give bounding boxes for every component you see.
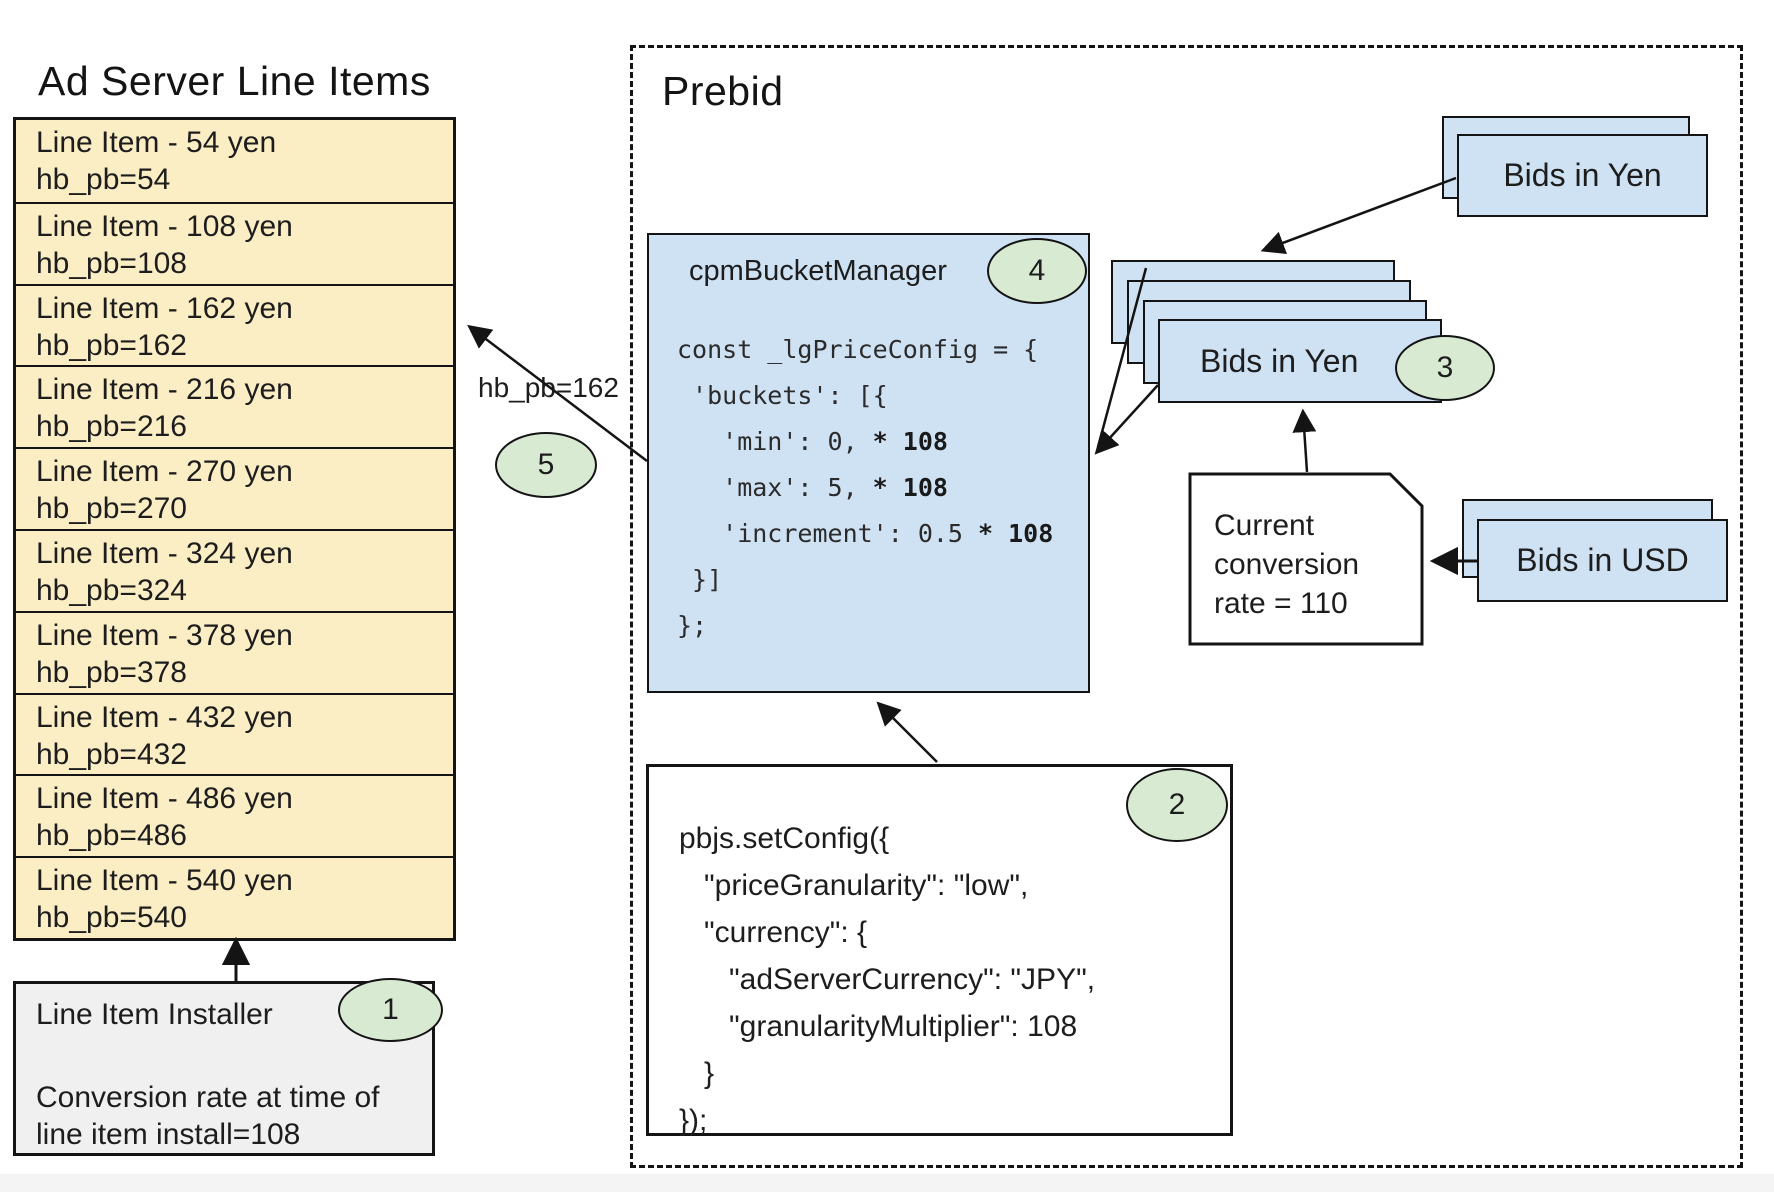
code-bold-text: * 108 [978,519,1054,548]
code-line: }); [679,1104,708,1137]
line-item-row: Line Item - 486 yen hb_pb=486 [16,774,453,856]
line-item-key: hb_pb=324 [36,573,187,607]
installer-note: Conversion rate at time of line item ins… [36,1081,380,1151]
code-line: const _lgPriceConfig = { [677,327,1053,373]
code-line: "priceGranularity": "low", [679,869,1029,902]
code-line: 'increment': 0.5 * 108 [677,511,1053,557]
line-item-label: Line Item - 378 yen [36,618,293,652]
bids-in-yen-stack-label: Bids in Yen [1200,342,1359,379]
line-item-key: hb_pb=108 [36,246,187,280]
line-item-key: hb_pb=162 [36,328,187,362]
line-item-label: Line Item - 162 yen [36,291,293,325]
bids-in-usd-card: Bids in USD [1477,519,1728,602]
code-line: } [679,1057,715,1090]
line-item-row: Line Item - 432 yen hb_pb=432 [16,692,453,775]
code-text: }; [677,611,708,640]
code-bold-text: * 108 [872,473,948,502]
conversion-rate-note-text: Current conversion rate = 110 [1214,509,1360,620]
code-line: pbjs.setConfig({ [679,822,890,855]
code-text: }] [677,565,723,594]
step-badge-3: 3 [1395,335,1495,401]
line-item-row: Line Item - 540 yen hb_pb=540 [16,856,453,938]
code-line: "currency": { [679,916,868,949]
line-item-key: hb_pb=216 [36,410,187,444]
step-badge-2: 2 [1126,768,1228,842]
bids-in-yen-stack-front-card: Bids in Yen [1158,319,1442,403]
code-line: "granularityMultiplier": 108 [679,1010,1078,1043]
line-item-key: hb_pb=270 [36,492,187,526]
line-item-label: Line Item - 540 yen [36,864,293,898]
bids-in-yen-top-card: Bids in Yen [1457,134,1708,217]
cpm-bucket-manager-code: const _lgPriceConfig = { 'buckets': [{ '… [677,327,1053,649]
prebid-title: Prebid [662,68,784,114]
bids-in-yen-top-label: Bids in Yen [1503,157,1662,193]
cpm-bucket-manager-label: cpmBucketManager [689,255,947,287]
code-text: 'max': 5, [677,473,873,502]
line-item-row: Line Item - 324 yen hb_pb=324 [16,528,453,611]
code-line: "adServerCurrency": "JPY", [679,963,1096,996]
bottom-strip [0,1174,1774,1192]
line-item-label: Line Item - 108 yen [36,209,293,243]
step-badge-5: 5 [495,432,597,498]
line-item-row: Line Item - 378 yen hb_pb=378 [16,610,453,693]
line-item-label: Line Item - 324 yen [36,536,293,570]
bids-in-usd-label: Bids in USD [1516,542,1689,578]
line-item-key: hb_pb=54 [36,163,171,196]
code-text: const _lgPriceConfig = { [677,335,1039,364]
line-item-key: hb_pb=540 [36,901,187,935]
code-line: 'min': 0, * 108 [677,419,1053,465]
line-item-key: hb_pb=486 [36,819,187,853]
hb-pb-label: hb_pb=162 [478,372,619,403]
code-line: 'buckets': [{ [677,373,1053,419]
code-text: 'increment': 0.5 [677,519,979,548]
code-line: 'max': 5, * 108 [677,465,1053,511]
line-item-row: Line Item - 270 yen hb_pb=270 [16,447,453,529]
set-config-code: pbjs.setConfig({ "priceGranularity": "lo… [679,815,1095,1144]
line-item-key: hb_pb=378 [36,655,187,689]
cpm-bucket-manager-box: cpmBucketManager const _lgPriceConfig = … [647,233,1090,693]
code-bold-text: * 108 [872,427,948,456]
conversion-rate-note [1188,472,1424,646]
step-badge-4: 4 [987,238,1087,304]
step-badge-1: 1 [338,978,443,1042]
line-item-label: Line Item - 486 yen [36,782,293,816]
line-item-row: Line Item - 162 yen hb_pb=162 [16,283,453,366]
line-item-label: Line Item - 432 yen [36,700,293,734]
line-item-label: Line Item - 54 yen [36,126,277,159]
line-item-row: Line Item - 54 yen hb_pb=54 [16,120,453,202]
line-item-label: Line Item - 270 yen [36,455,293,489]
line-item-key: hb_pb=432 [36,737,187,771]
code-line: }; [677,603,1053,649]
code-line: }] [677,557,1053,603]
prebid-container [630,45,1743,1168]
code-text: 'buckets': [{ [677,381,888,410]
line-item-label: Line Item - 216 yen [36,373,293,407]
line-item-row: Line Item - 216 yen hb_pb=216 [16,365,453,447]
line-items-table: Line Item - 54 yen hb_pb=54 Line Item - … [13,117,456,941]
line-item-row: Line Item - 108 yen hb_pb=108 [16,201,453,284]
installer-title: Line Item Installer [36,998,273,1031]
ad-server-title: Ad Server Line Items [38,58,431,104]
code-text: 'min': 0, [677,427,873,456]
